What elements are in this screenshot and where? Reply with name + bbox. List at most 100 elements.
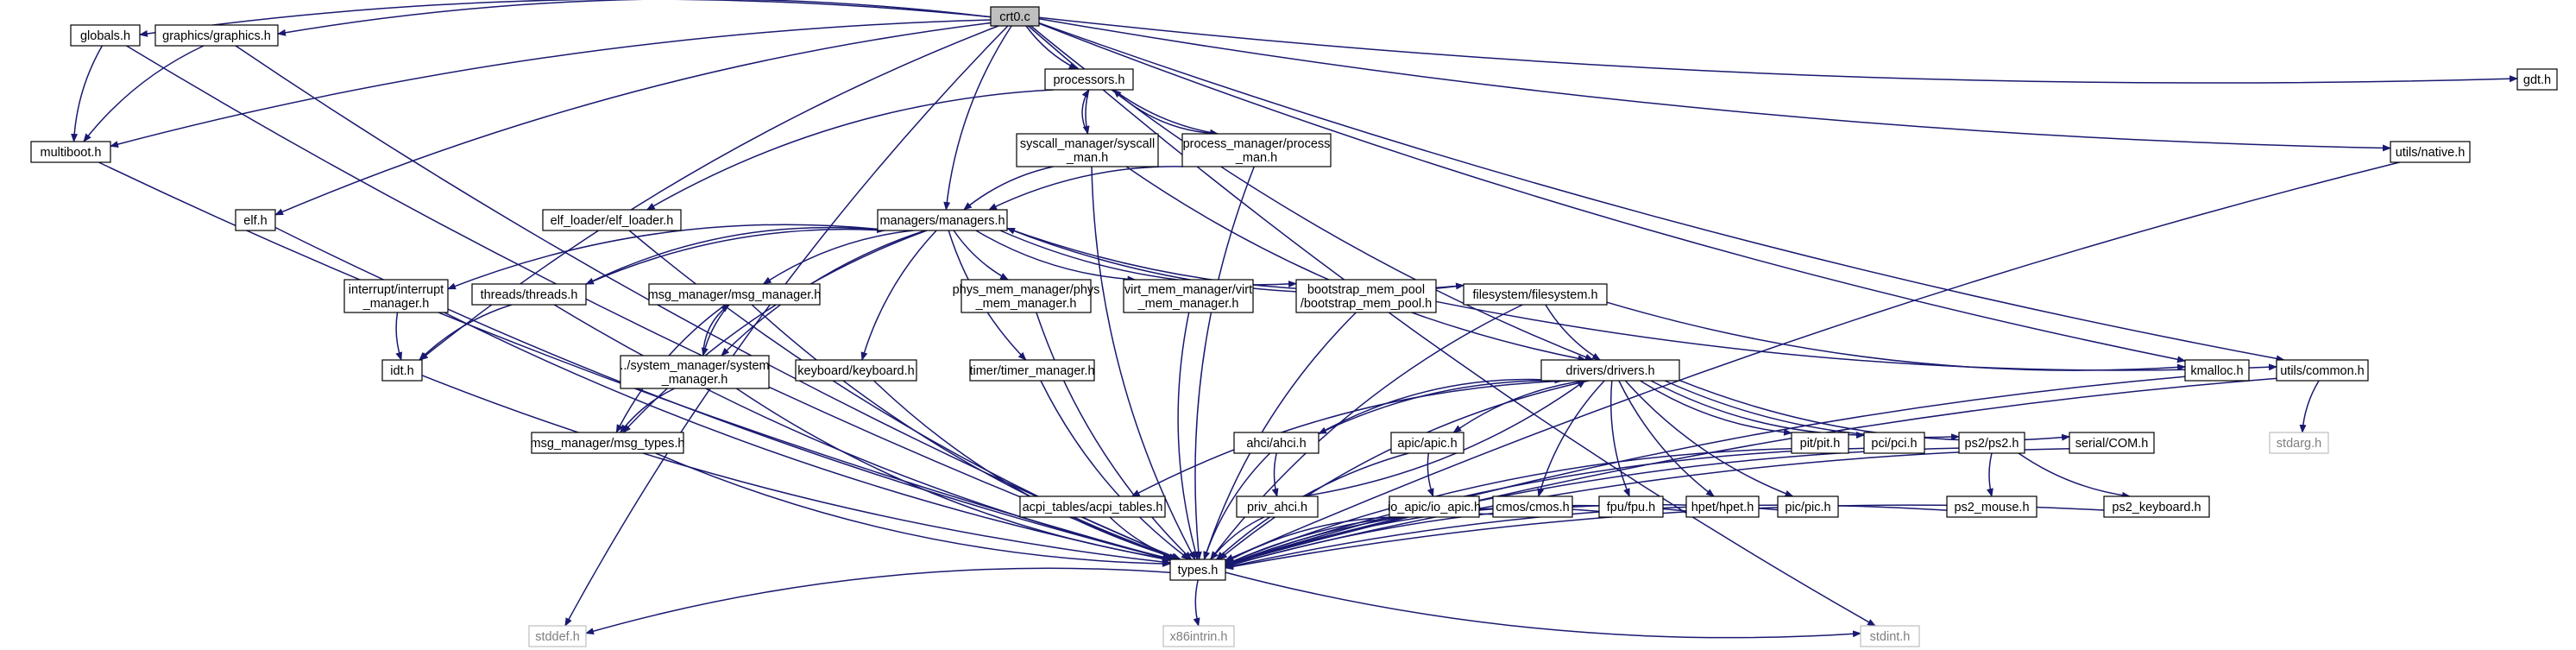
node-label: priv_ahci.h xyxy=(1247,501,1307,514)
node-label: gdt.h xyxy=(2523,73,2551,87)
node-ps2-keyboard[interactable]: ps2_keyboard.h xyxy=(2103,495,2210,518)
node-system-manager[interactable]: ../system_manager/system_manager.h xyxy=(620,355,770,389)
node-graphics[interactable]: graphics/graphics.h xyxy=(154,24,279,47)
edge-msg_types-to-types xyxy=(655,452,1171,567)
edge-crt0-to-common xyxy=(1038,22,2285,363)
node-label: _manager.h xyxy=(362,297,430,311)
node-types[interactable]: types.h xyxy=(1169,558,1226,581)
edge-crt0-to-gdt xyxy=(1038,16,2518,84)
edge-acpi-to-types xyxy=(1109,516,1181,561)
node-box xyxy=(1598,495,1664,518)
node-multiboot[interactable]: multiboot.h xyxy=(30,141,111,163)
node-box xyxy=(471,283,587,306)
node-idt[interactable]: idt.h xyxy=(381,359,423,382)
node-stdarg[interactable]: stdarg.h xyxy=(2269,432,2329,454)
node-stdint[interactable]: stdint.h xyxy=(1860,625,1920,647)
node-pci[interactable]: pci/pci.h xyxy=(1863,432,1925,454)
node-label: drivers/drivers.h xyxy=(1565,364,1654,378)
node-acpi[interactable]: acpi_tables/acpi_tables.h xyxy=(1019,495,1166,518)
node-ps2-mouse[interactable]: ps2_mouse.h xyxy=(1946,495,2037,518)
node-bootstrap[interactable]: bootstrap_mem_pool/bootstrap_mem_pool.h xyxy=(1295,279,1437,313)
node-label: process_manager/process xyxy=(1183,137,1331,151)
edge-filesystem-to-drivers xyxy=(1545,304,1601,361)
node-managers[interactable]: managers/managers.h xyxy=(877,209,1008,231)
node-pit[interactable]: pit/pit.h xyxy=(1791,432,1849,454)
node-box xyxy=(542,209,682,231)
node-fpu[interactable]: fpu/fpu.h xyxy=(1598,495,1664,518)
node-gdt[interactable]: gdt.h xyxy=(2516,68,2558,91)
node-label: virt_mem_manager/virt xyxy=(1124,283,1252,297)
node-box xyxy=(343,279,449,313)
edge-priv_ahci-to-types xyxy=(1210,516,1265,560)
edge-syscall-to-managers xyxy=(963,166,1054,211)
node-threads[interactable]: threads/threads.h xyxy=(471,283,587,306)
node-label: pic/pic.h xyxy=(1785,501,1830,514)
node-elf-loader[interactable]: elf_loader/elf_loader.h xyxy=(542,209,682,231)
node-common[interactable]: utils/common.h xyxy=(2276,359,2369,382)
node-virt[interactable]: virt_mem_manager/virt_mem_manager.h xyxy=(1123,279,1254,313)
node-elf[interactable]: elf.h xyxy=(235,209,276,231)
node-label: x86intrin.h xyxy=(1170,630,1228,644)
node-box xyxy=(70,24,141,47)
edge-system_manager-to-msg_types xyxy=(620,388,675,433)
node-box xyxy=(528,625,587,647)
node-label: msg_manager/msg_manager.h xyxy=(648,288,822,302)
node-ahci[interactable]: ahci/ahci.h xyxy=(1233,432,1319,454)
edge-process-to-types xyxy=(1194,166,1255,560)
edge-syscall-to-types xyxy=(1091,166,1196,560)
node-msg-manager[interactable]: msg_manager/msg_manager.h xyxy=(648,283,822,306)
node-box xyxy=(1044,68,1134,91)
node-label: stddef.h xyxy=(535,630,580,644)
node-box xyxy=(2103,495,2210,518)
node-timer[interactable]: timer/timer_manager.h xyxy=(969,359,1095,382)
edge-drivers-to-ahci xyxy=(1318,380,1563,435)
edge-filesystem-to-kmalloc xyxy=(1606,301,2186,371)
node-hpet[interactable]: hpet/hpet.h xyxy=(1685,495,1760,518)
edge-ahci-to-drivers xyxy=(1318,376,1564,435)
edge-phys-to-types xyxy=(1036,312,1193,560)
node-keyboard[interactable]: keyboard/keyboard.h xyxy=(795,359,917,382)
node-drivers[interactable]: drivers/drivers.h xyxy=(1540,359,1680,382)
node-process[interactable]: process_manager/process_man.h xyxy=(1181,133,1332,167)
node-ps2[interactable]: ps2/ps2.h xyxy=(1958,432,2025,454)
node-processors[interactable]: processors.h xyxy=(1044,68,1134,91)
node-interrupt[interactable]: interrupt/interrupt_manager.h xyxy=(343,279,449,313)
node-label: keyboard/keyboard.h xyxy=(797,364,914,378)
node-box xyxy=(1946,495,2037,518)
node-msg-types[interactable]: msg_manager/msg_types.h xyxy=(531,432,685,454)
node-filesystem[interactable]: filesystem/filesystem.h xyxy=(1463,283,1608,306)
node-kmalloc[interactable]: kmalloc.h xyxy=(2184,359,2250,382)
node-box xyxy=(235,209,276,231)
node-label: io_apic/io_apic.h xyxy=(1388,501,1481,514)
edge-crt0-to-stdint xyxy=(1028,25,1876,627)
node-syscall[interactable]: syscall_manager/syscall_man.h xyxy=(1016,133,1159,167)
node-pic[interactable]: pic/pic.h xyxy=(1777,495,1839,518)
node-crt0[interactable]: crt0.c xyxy=(990,6,1040,27)
node-x86intrin[interactable]: x86intrin.h xyxy=(1162,625,1235,647)
node-phys[interactable]: phys_mem_manager/phys_mem_manager.h xyxy=(953,279,1100,313)
edge-crt0-to-stddef xyxy=(564,25,1009,627)
node-globals[interactable]: globals.h xyxy=(70,24,141,47)
node-apic[interactable]: apic/apic.h xyxy=(1390,432,1464,454)
edge-ps2-to-ps2_mouse xyxy=(1987,452,1993,497)
node-io-apic[interactable]: io_apic/io_apic.h xyxy=(1388,495,1481,518)
edge-managers-to-msg_types xyxy=(622,230,928,433)
node-serial[interactable]: serial/COM.h xyxy=(2069,432,2155,454)
node-priv-ahci[interactable]: priv_ahci.h xyxy=(1236,495,1319,518)
node-box xyxy=(1016,133,1159,167)
node-native[interactable]: utils/native.h xyxy=(2390,141,2471,163)
node-label: ps2_keyboard.h xyxy=(2112,501,2201,514)
node-stddef[interactable]: stddef.h xyxy=(528,625,587,647)
node-cmos[interactable]: cmos/cmos.h xyxy=(1492,495,1573,518)
node-label: threads/threads.h xyxy=(481,288,578,302)
edge-threads-to-managers xyxy=(585,226,886,285)
node-label: interrupt/interrupt xyxy=(349,283,444,297)
node-box xyxy=(648,283,821,306)
node-label: utils/common.h xyxy=(2280,364,2365,378)
edge-threads-to-types xyxy=(553,304,1174,561)
node-box xyxy=(1463,283,1608,306)
edge-serial-to-types xyxy=(1225,448,2070,568)
edge-graphics-to-types xyxy=(235,45,1180,560)
node-label: ps2_mouse.h xyxy=(1954,501,2029,514)
edge-managers-to-phys xyxy=(953,230,1009,281)
